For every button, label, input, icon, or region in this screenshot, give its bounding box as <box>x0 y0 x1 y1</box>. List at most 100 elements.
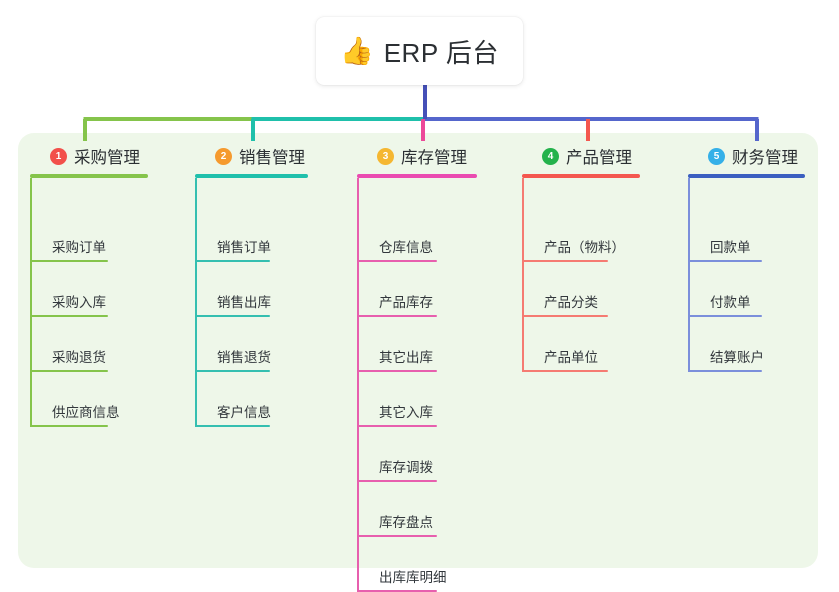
leaf-item-label: 其它入库 <box>379 405 433 420</box>
thumbs-up-icon: 👍 <box>340 35 374 66</box>
column-3: 3 库存管理仓库信息产品库存其它出库其它入库库存调拨库存盘点出库库明细 <box>357 143 479 592</box>
leaf-item[interactable]: 产品单位 <box>522 336 608 372</box>
leaf-item[interactable]: 仓库信息 <box>357 226 437 262</box>
column-header-3[interactable]: 3 库存管理 <box>357 143 479 169</box>
column-underline-2 <box>195 174 308 178</box>
column-header-5[interactable]: 5 财务管理 <box>688 143 806 169</box>
leaf-item-label: 产品单位 <box>544 350 598 365</box>
leaf-item-underline <box>357 425 437 427</box>
leaf-item-underline <box>30 315 108 317</box>
leaf-item[interactable]: 出库库明细 <box>357 556 447 592</box>
leaf-item[interactable]: 产品分类 <box>522 281 608 317</box>
leaf-item-underline <box>195 370 270 372</box>
column-rail-4 <box>522 178 524 372</box>
leaf-item-underline <box>688 315 762 317</box>
leaf-item-label: 库存调拨 <box>379 460 433 475</box>
leaf-item-underline <box>357 480 437 482</box>
column-items-1: 采购订单采购入库采购退货供应商信息 <box>30 178 155 427</box>
leaf-item-label: 采购退货 <box>52 350 106 365</box>
column-items-5: 回款单付款单结算账户 <box>688 178 806 372</box>
leaf-item-underline <box>30 260 108 262</box>
leaf-item-label: 付款单 <box>710 295 751 310</box>
column-badge-5: 5 <box>708 147 725 165</box>
leaf-item[interactable]: 产品库存 <box>357 281 437 317</box>
column-underline-1 <box>30 174 148 178</box>
column-title-1: 采购管理 <box>74 149 140 167</box>
leaf-item-label: 库存盘点 <box>379 515 433 530</box>
column-title-4: 产品管理 <box>566 149 632 167</box>
leaf-item-underline <box>357 370 437 372</box>
leaf-item-label: 回款单 <box>710 240 751 255</box>
leaf-item-label: 产品库存 <box>379 295 433 310</box>
column-4: 4 产品管理产品（物料） 产品分类产品单位 <box>522 143 645 372</box>
leaf-item-underline <box>195 315 270 317</box>
leaf-item-label: 供应商信息 <box>52 405 120 420</box>
leaf-item-underline <box>688 260 762 262</box>
column-header-2[interactable]: 2 销售管理 <box>195 143 313 169</box>
root-node-card[interactable]: 👍 ERP 后台 <box>316 17 523 85</box>
diagram-panel <box>18 133 818 568</box>
leaf-item[interactable]: 库存调拨 <box>357 446 437 482</box>
column-header-1[interactable]: 1 采购管理 <box>30 143 155 169</box>
column-badge-3: 3 <box>377 147 394 165</box>
leaf-item[interactable]: 其它入库 <box>357 391 437 427</box>
column-badge-2: 2 <box>215 147 232 165</box>
column-items-2: 销售订单销售出库销售退货客户信息 <box>195 178 313 427</box>
leaf-item[interactable]: 供应商信息 <box>30 391 120 427</box>
leaf-item-underline <box>30 370 108 372</box>
column-underline-5 <box>688 174 805 178</box>
leaf-item[interactable]: 客户信息 <box>195 391 271 427</box>
leaf-item-label: 采购订单 <box>52 240 106 255</box>
leaf-item-underline <box>522 315 608 317</box>
column-title-5: 财务管理 <box>732 149 798 167</box>
leaf-item-underline <box>357 260 437 262</box>
leaf-item-label: 其它出库 <box>379 350 433 365</box>
leaf-item-underline <box>30 425 108 427</box>
leaf-item-underline <box>357 535 437 537</box>
leaf-item[interactable]: 销售退货 <box>195 336 271 372</box>
leaf-item-label: 仓库信息 <box>379 240 433 255</box>
leaf-item-underline <box>688 370 762 372</box>
leaf-item-underline <box>195 260 270 262</box>
column-rail-3 <box>357 178 359 592</box>
leaf-item-underline <box>522 260 608 262</box>
leaf-item[interactable]: 回款单 <box>688 226 762 262</box>
column-items-4: 产品（物料） 产品分类产品单位 <box>522 178 645 372</box>
leaf-item-underline <box>522 370 608 372</box>
leaf-item[interactable]: 采购退货 <box>30 336 108 372</box>
column-rail-1 <box>30 178 32 427</box>
leaf-item-label: 结算账户 <box>710 350 764 365</box>
column-header-4[interactable]: 4 产品管理 <box>522 143 645 169</box>
root-node-title: ERP 后台 <box>383 37 499 68</box>
leaf-item-label: 销售退货 <box>217 350 271 365</box>
leaf-item[interactable]: 采购订单 <box>30 226 108 262</box>
leaf-item[interactable]: 付款单 <box>688 281 762 317</box>
leaf-item[interactable]: 销售出库 <box>195 281 271 317</box>
column-rail-5 <box>688 178 690 372</box>
leaf-item-label: 产品分类 <box>544 295 598 310</box>
column-title-2: 销售管理 <box>239 149 305 167</box>
column-badge-4: 4 <box>542 147 559 165</box>
column-1: 1 采购管理采购订单采购入库采购退货供应商信息 <box>30 143 155 427</box>
leaf-item-label: 采购入库 <box>52 295 106 310</box>
column-2: 2 销售管理销售订单销售出库销售退货客户信息 <box>195 143 313 427</box>
column-underline-3 <box>357 174 477 178</box>
column-rail-2 <box>195 178 197 427</box>
column-underline-4 <box>522 174 640 178</box>
column-badge-1: 1 <box>50 147 67 165</box>
leaf-item[interactable]: 产品（物料） <box>522 226 625 262</box>
column-items-3: 仓库信息产品库存其它出库其它入库库存调拨库存盘点出库库明细 <box>357 178 479 592</box>
leaf-item[interactable]: 销售订单 <box>195 226 271 262</box>
leaf-item-label: 销售出库 <box>217 295 271 310</box>
leaf-item[interactable]: 库存盘点 <box>357 501 437 537</box>
column-5: 5 财务管理回款单付款单结算账户 <box>688 143 806 372</box>
leaf-item-underline <box>195 425 270 427</box>
column-title-3: 库存管理 <box>401 149 467 167</box>
leaf-item-underline <box>357 315 437 317</box>
leaf-item[interactable]: 采购入库 <box>30 281 108 317</box>
leaf-item-label: 产品（物料） <box>544 240 625 255</box>
leaf-item[interactable]: 其它出库 <box>357 336 437 372</box>
leaf-item[interactable]: 结算账户 <box>688 336 764 372</box>
leaf-item-label: 客户信息 <box>217 405 271 420</box>
